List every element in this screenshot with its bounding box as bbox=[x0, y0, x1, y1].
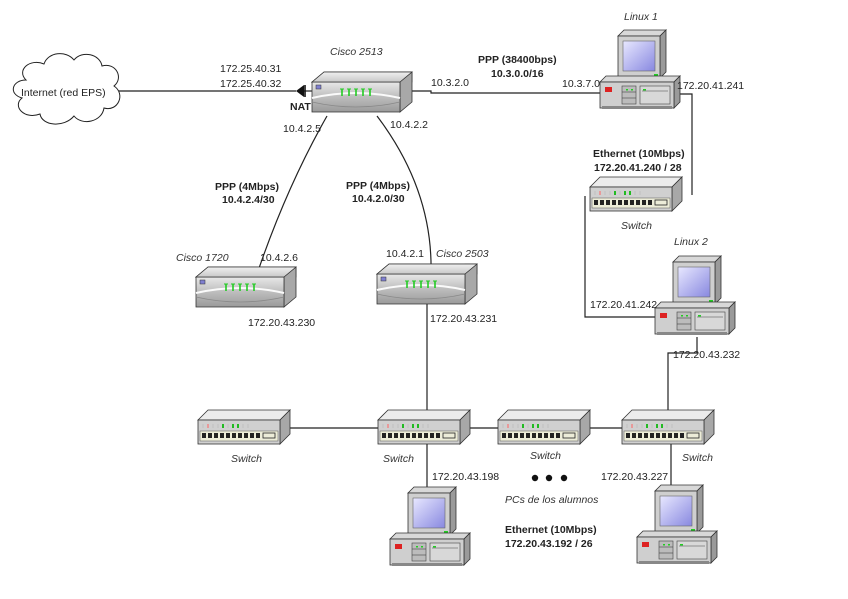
router-ip-lan: 172.20.43.230 bbox=[248, 317, 315, 329]
router-ip-wan: 10.4.2.1 bbox=[386, 248, 424, 260]
host-ip: 172.20.43.198 bbox=[432, 471, 499, 483]
ppp-2503-title: PPP (4Mbps) bbox=[346, 180, 410, 192]
ppp-1720-title: PPP (4Mbps) bbox=[215, 181, 279, 193]
cloud-label: Internet (red EPS) bbox=[21, 87, 106, 99]
switch-linux: Switch bbox=[589, 176, 683, 232]
router-name: Cisco 2513 bbox=[330, 46, 383, 58]
link-labels: PPP (38400bps) 10.3.0.0/16 PPP (4Mbps) 1… bbox=[215, 54, 685, 550]
router-cisco-2513: Cisco 2513 10.3.2.0 10.4.2.5 10.4.2.2 bbox=[283, 46, 469, 135]
student-pcs: PCs de los alumnos bbox=[505, 474, 599, 506]
link-ppp-linux1 bbox=[407, 90, 620, 94]
nat-ip-1: 172.25.40.31 bbox=[220, 63, 281, 75]
ellipsis-dot bbox=[531, 474, 539, 482]
host-pc-left: 172.20.43.198 bbox=[389, 471, 499, 567]
switch-label: Switch bbox=[231, 453, 262, 465]
host-ip-ppp: 10.3.7.0 bbox=[562, 78, 600, 90]
host-ip-eth: 172.20.41.241 bbox=[677, 80, 744, 92]
eth-linux-net: 172.20.41.240 / 28 bbox=[594, 162, 682, 174]
router-cisco-2503: 10.4.2.1 Cisco 2503 172.20.43.231 bbox=[376, 248, 497, 325]
host-linux-1: Linux 1 10.3.7.0 172.20.41.241 bbox=[562, 11, 744, 110]
ellipsis-dot bbox=[545, 474, 553, 482]
host-ip-lab: 172.20.43.232 bbox=[673, 349, 740, 361]
nat-icon bbox=[296, 85, 304, 97]
nat-ip-2: 172.25.40.32 bbox=[220, 78, 281, 90]
router-ip-right: 10.4.2.2 bbox=[390, 119, 428, 131]
ellipsis-dot bbox=[560, 474, 568, 482]
router-ip-left: 10.4.2.5 bbox=[283, 123, 321, 135]
link-linux2-switch-right bbox=[667, 337, 698, 410]
switch-mid: Switch bbox=[497, 409, 591, 462]
host-ip: 172.20.43.227 bbox=[601, 471, 668, 483]
router-ip-s0: 10.3.2.0 bbox=[431, 77, 469, 89]
host-linux-2: Linux 2 172.20.41.242 172.20.43.232 bbox=[590, 236, 740, 361]
link-ppp-1720 bbox=[254, 115, 328, 281]
router-name: Cisco 2503 bbox=[436, 248, 489, 260]
eth-lab-title: Ethernet (10Mbps) bbox=[505, 524, 597, 536]
students-label: PCs de los alumnos bbox=[505, 494, 599, 506]
ppp-1720-net: 10.4.2.4/30 bbox=[222, 194, 275, 206]
nat-label: NAT bbox=[290, 101, 311, 113]
router-ip-lan: 172.20.43.231 bbox=[430, 313, 497, 325]
switch-label: Switch bbox=[682, 452, 713, 464]
switch-label: Switch bbox=[530, 450, 561, 462]
host-name: Linux 1 bbox=[624, 11, 658, 23]
link-ppp-2503 bbox=[376, 115, 432, 274]
router-cisco-1720: Cisco 1720 10.4.2.6 172.20.43.230 bbox=[176, 252, 315, 329]
switch-far-left: Switch bbox=[197, 409, 291, 465]
ppp-2503-net: 10.4.2.0/30 bbox=[352, 193, 405, 205]
router-name: Cisco 1720 bbox=[176, 252, 229, 264]
host-name: Linux 2 bbox=[674, 236, 708, 248]
router-ip-wan: 10.4.2.6 bbox=[260, 252, 298, 264]
nat-device: NAT 172.25.40.31 172.25.40.32 bbox=[220, 63, 311, 113]
internet-cloud: Internet (red EPS) bbox=[12, 53, 121, 125]
switch-label: Switch bbox=[621, 220, 652, 232]
host-pc-right: 172.20.43.227 bbox=[601, 471, 718, 565]
ppp-linux-net: 10.3.0.0/16 bbox=[491, 68, 544, 80]
switch-right: Switch bbox=[621, 409, 715, 464]
host-ip-eth: 172.20.41.242 bbox=[590, 299, 657, 311]
link-switch-linux2 bbox=[584, 196, 658, 318]
switch-label: Switch bbox=[383, 453, 414, 465]
ppp-linux-title: PPP (38400bps) bbox=[478, 54, 557, 66]
eth-linux-title: Ethernet (10Mbps) bbox=[593, 148, 685, 160]
switch-center: Switch bbox=[377, 409, 471, 465]
eth-lab-net: 172.20.43.192 / 26 bbox=[505, 538, 593, 550]
